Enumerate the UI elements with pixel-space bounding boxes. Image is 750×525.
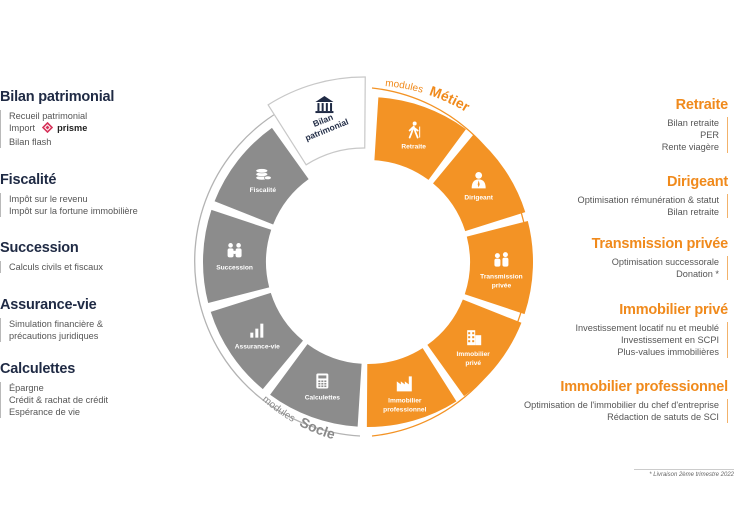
- list-item: PER: [700, 130, 719, 140]
- section-title: Succession: [0, 240, 79, 256]
- section-title: Assurance-vie: [0, 297, 97, 313]
- family-icon: [227, 243, 242, 258]
- list-item: Import prisme: [9, 121, 175, 136]
- section-title: Retraite: [675, 97, 729, 113]
- segment-label: Calculettes: [305, 394, 341, 401]
- metier-segment-2[interactable]: Transmission privée: [464, 220, 533, 315]
- list-item: Impôt sur la fortune immobilière: [9, 206, 138, 216]
- right-section-immobilier-prive: Immobilier privé Investissement locatif …: [468, 302, 728, 358]
- metier-segment-0[interactable]: Retraite: [374, 97, 466, 180]
- left-section-bilan: Bilan patrimonial Recueil patrimonial Im…: [0, 89, 175, 148]
- left-section-succession: Succession Calculs civils et fiscaux: [0, 240, 175, 273]
- list-item: Rente viagère: [661, 142, 719, 152]
- hiker-icon: [408, 121, 421, 139]
- list-item: Impôt sur le revenu: [9, 194, 88, 204]
- list-item: Optimisation successorale: [611, 257, 719, 267]
- right-section-transmission: Transmission privée Optimisation success…: [468, 236, 728, 280]
- section-items: Recueil patrimonial Import prisme Bilan …: [0, 110, 175, 148]
- list-item: Bilan retraite: [667, 207, 719, 217]
- list-item: Plus-values immobilières: [617, 347, 719, 357]
- socle-segment-2[interactable]: Succession: [202, 209, 272, 304]
- socle-segment-1[interactable]: Assurance-vie: [210, 292, 303, 390]
- right-section-immobilier-pro: Immobilier professionnel Optimisation de…: [428, 379, 728, 423]
- calculator-icon: [316, 373, 329, 389]
- list-item: Bilan flash: [9, 137, 52, 147]
- list-item: Optimisation de l'immobilier du chef d'e…: [523, 400, 719, 410]
- list-item: Donation *: [676, 269, 719, 279]
- list-item: Investissement en SCPI: [620, 335, 719, 345]
- segment-label: Assurance-vie: [235, 344, 280, 351]
- section-items: Optimisation de l'immobilier du chef d'e…: [428, 399, 728, 423]
- list-item: Épargne: [9, 383, 44, 393]
- list-item: Calculs civils et fiscaux: [9, 262, 103, 272]
- socle-segment-0[interactable]: Calculettes: [270, 344, 362, 427]
- section-title: Calculettes: [0, 361, 76, 377]
- section-title: Fiscalité: [0, 172, 57, 188]
- left-section-assurance-vie: Assurance-vie Simulation financière & pr…: [0, 297, 175, 342]
- section-items: Optimisation successorale Donation *: [468, 256, 728, 280]
- right-section-dirigeant: Dirigeant Optimisation rémunération & st…: [468, 174, 728, 218]
- right-section-retraite: Retraite Bilan retraite PER Rente viagèr…: [468, 97, 728, 153]
- segment-label: Fiscalité: [250, 187, 277, 194]
- segment-label: Immobilier: [388, 397, 422, 404]
- section-items: Épargne Crédit & rachat de crédit Espéra…: [0, 382, 175, 418]
- segment-label: Immobilier: [457, 351, 491, 358]
- handover-icon: [494, 252, 509, 267]
- list-item: Crédit & rachat de crédit: [9, 395, 109, 405]
- socle-segment-3[interactable]: Fiscalité: [214, 127, 309, 225]
- section-items: Bilan retraite PER Rente viagère: [468, 117, 728, 153]
- list-item: Recueil patrimonial: [9, 111, 88, 121]
- metier-segment-4[interactable]: Immobilier professionnel: [366, 348, 457, 427]
- list-item: Investissement locatif nu et meublé: [575, 323, 719, 333]
- section-items: Impôt sur le revenu Impôt sur la fortune…: [0, 193, 175, 217]
- segment-label: privé: [465, 360, 481, 367]
- prisme-brand: prisme: [57, 123, 88, 133]
- bank-icon: [315, 96, 334, 114]
- section-title: Immobilier privé: [619, 302, 728, 318]
- coins-icon: [255, 168, 272, 181]
- section-items: Calculs civils et fiscaux: [0, 261, 175, 273]
- import-label: Import: [9, 123, 36, 133]
- section-items: Simulation financière & précautions juri…: [0, 318, 175, 342]
- list-item: Optimisation rémunération & statut: [577, 195, 719, 205]
- section-title: Dirigeant: [666, 174, 728, 190]
- section-title: Immobilier professionnel: [560, 379, 728, 395]
- list-item: précautions juridiques: [9, 331, 99, 341]
- factory-icon: [396, 376, 412, 392]
- socle-outer-arc: [194, 110, 361, 437]
- list-item: Simulation financière &: [9, 319, 103, 329]
- list-item: Espérance de vie: [9, 407, 80, 417]
- footnote: * Livraison 2ème trimestre 2022: [634, 469, 734, 478]
- building-icon: [467, 330, 482, 346]
- segment-label: Retraite: [401, 144, 426, 151]
- prisme-logo-icon: [41, 121, 53, 136]
- segment-label: professionnel: [383, 406, 426, 413]
- segment-label: Transmission: [480, 274, 523, 281]
- section-items: Investissement locatif nu et meublé Inve…: [468, 322, 728, 358]
- list-item: Bilan retraite: [667, 118, 719, 128]
- list-item: Rédaction de satuts de SCI: [607, 412, 719, 422]
- metier-segment-1[interactable]: Dirigeant: [433, 134, 526, 232]
- executive-icon: [471, 171, 486, 189]
- left-section-calculettes: Calculettes Épargne Crédit & rachat de c…: [0, 361, 175, 418]
- segment-label: Dirigeant: [464, 194, 493, 201]
- metier-segment-3[interactable]: Immobilier privé: [427, 299, 522, 397]
- bar-chart-icon: [250, 323, 264, 338]
- section-title: Bilan patrimonial: [0, 89, 115, 105]
- left-section-fiscalite: Fiscalité Impôt sur le revenu Impôt sur …: [0, 172, 175, 217]
- section-title: Transmission privée: [591, 236, 729, 252]
- segment-label: Succession: [216, 264, 253, 271]
- section-items: Optimisation rémunération & statut Bilan…: [468, 194, 728, 218]
- segment-label: privée: [492, 283, 512, 290]
